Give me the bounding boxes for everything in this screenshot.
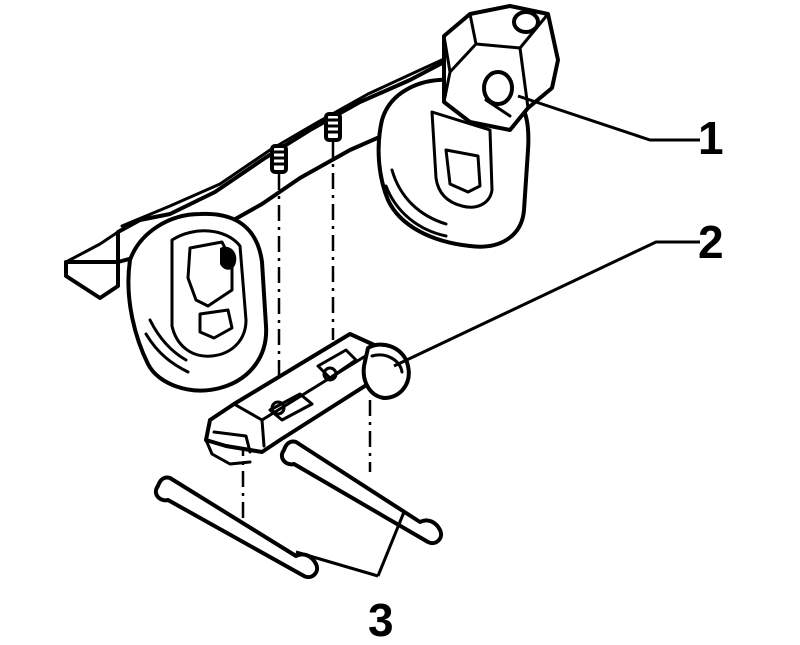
stud-right: [324, 112, 342, 142]
rubber-hanger-left: [126, 211, 269, 393]
callout-2: 2: [698, 216, 724, 268]
spacer-tube-right: [279, 439, 443, 545]
leader-line-3b: [376, 511, 406, 577]
leader-line-1: [517, 94, 700, 142]
clamp-plate: [204, 332, 411, 466]
stud-left: [270, 144, 288, 174]
callout-1: 1: [698, 112, 724, 164]
alignment-lines: [241, 142, 372, 520]
callout-3: 3: [368, 594, 394, 645]
spacer-tube-left: [153, 475, 319, 579]
clamp-block: [442, 4, 560, 132]
leader-line-3a: [295, 550, 379, 578]
leader-lines: [295, 94, 700, 578]
leader-line-2: [393, 240, 700, 368]
